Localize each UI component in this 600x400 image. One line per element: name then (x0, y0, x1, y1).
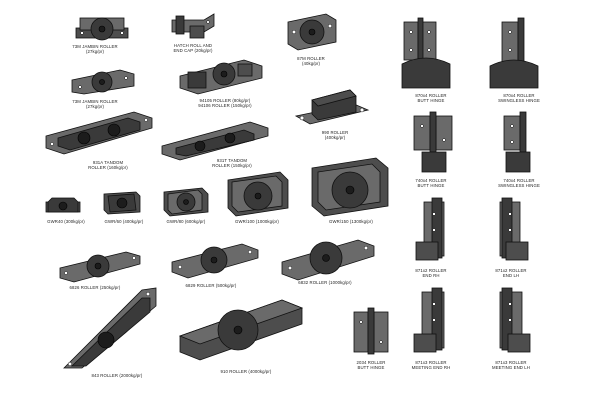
gwr80-image (163, 187, 209, 217)
roller-6832-image (281, 239, 375, 281)
product-label: 87M ROLLER (40kg/pr) (297, 56, 325, 66)
meeting-end-rh-image (413, 287, 445, 353)
product-label: GWR/100 (1000kg/pr) (235, 219, 279, 224)
butt-hinge-870-image (401, 17, 451, 89)
product-label: 870x4 ROLLER SWINGLESS HINGE (498, 93, 540, 103)
roller-990-image (294, 89, 370, 125)
butt-hinge-2034-image (353, 307, 389, 355)
product-label: 740x4 ROLLER SWINGLESS HINGE (498, 178, 540, 188)
swingless-hinge-740-image (503, 111, 531, 173)
swingless-hinge-870-image (489, 17, 539, 89)
roller-end-rh-image (415, 197, 445, 261)
product-label: 94105 ROLLER (80kg/pr) 94106 ROLLER (150… (198, 98, 252, 108)
product-label: 871x2 ROLLER END LH (495, 268, 527, 278)
product-label: 931T TANDOM ROLLER (150kg/pr) (212, 158, 252, 168)
product-label: 6829 ROLLER (500kg/pr) (185, 283, 237, 288)
product-label: HATCH ROLL AND END CAP (20kg/pr) (173, 43, 213, 53)
gwr150-image (311, 157, 389, 217)
product-label: 871x3 ROLLER MEETING END RH (411, 360, 451, 370)
gwr40-image (45, 197, 81, 213)
product-label: 871x2 ROLLER END RH (415, 268, 447, 278)
gwr100-image (227, 171, 289, 217)
product-label: 870x4 ROLLER BUTT HINGE (415, 93, 447, 103)
product-label: 843 ROLLER (2000kg/pr) (91, 373, 143, 378)
jambin-roller-image (71, 69, 135, 95)
product-label: 2034 ROLLER BUTT HINGE (356, 360, 386, 370)
product-label: 910 ROLLER (4000kg/pr) (220, 369, 272, 374)
product-label: 73M JAMBIN ROLLER (27kg/pr) (72, 44, 118, 54)
product-label: 871x3 ROLLER MEETING END LH (492, 360, 530, 370)
product-label: 990 ROLLER (400kg/pr) (321, 130, 349, 140)
product-label: GWR/150 (1300kg/pr) (329, 219, 373, 224)
roller-end-lh-image (499, 197, 529, 261)
roller-6826-image (59, 251, 141, 283)
meeting-end-lh-image (499, 287, 531, 353)
roller-94105-image (179, 59, 263, 95)
jambin-roller-image (75, 17, 129, 41)
gwr60-image (103, 191, 141, 215)
product-label: GWR40 (300kg/pr) (47, 219, 85, 224)
tandom-roller-931t-image (161, 121, 269, 161)
roller-87m-image (287, 13, 337, 51)
product-label: 73M JAMBIN ROLLER (27kg/pr) (72, 99, 118, 109)
product-label: GWR/60 (400kg/pr) (104, 219, 144, 224)
product-label: 6832 ROLLER (1000kg/pr) (298, 280, 352, 285)
roller-843-image (63, 287, 157, 369)
tandom-roller-931a-image (45, 111, 153, 155)
product-label: 6826 ROLLER (250kg/pr) (69, 285, 121, 290)
product-label: GWR/80 (600kg/pr) (166, 219, 206, 224)
product-label: 740x4 ROLLER BUTT HINGE (415, 178, 447, 188)
butt-hinge-740-image (413, 111, 453, 173)
product-label: 931A TANDOM ROLLER (160kg/pr) (88, 160, 128, 170)
roller-6829-image (171, 243, 259, 279)
roller-910-image (178, 299, 304, 361)
hatch-roll-image (171, 13, 215, 39)
